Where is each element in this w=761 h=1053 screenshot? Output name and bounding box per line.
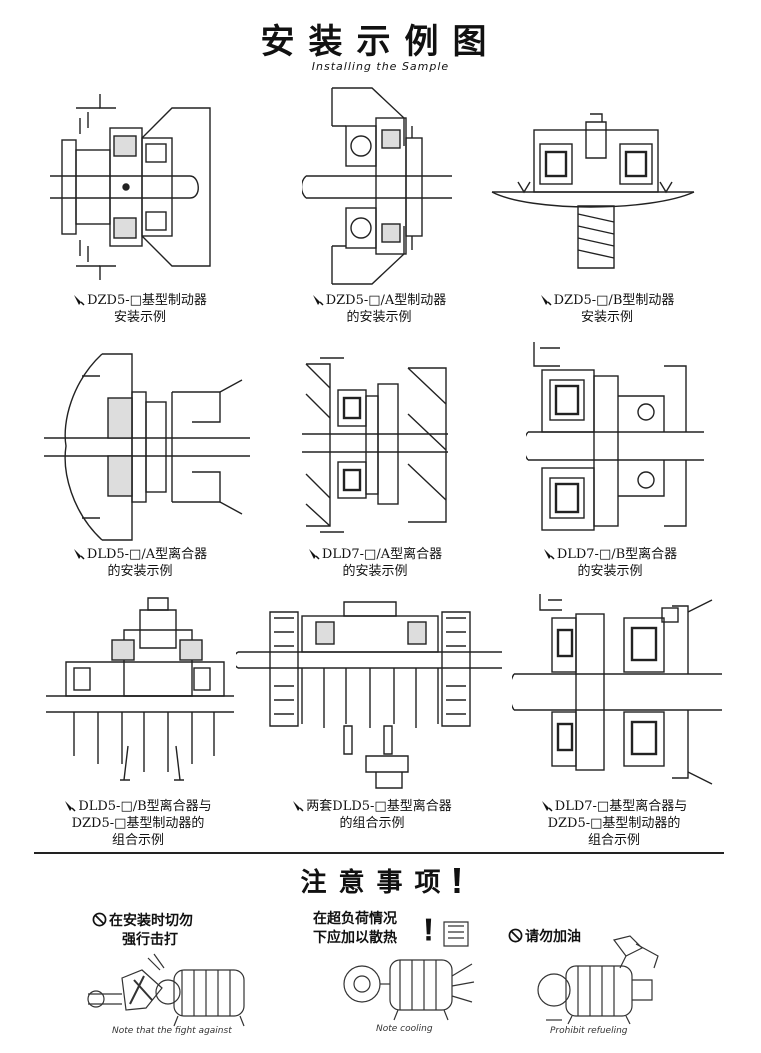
notice-title: 注意事项 — [0, 862, 761, 899]
drawing-dld5-b-dzd5 — [44, 596, 236, 786]
drawing-dld5-a — [42, 352, 252, 542]
pointing-hand-icon — [540, 295, 552, 306]
pointing-hand-icon — [74, 295, 85, 306]
drawing-dzd5-b — [490, 110, 695, 270]
caption-example-8: 两套DLD5-□基型离合器 的组合示例 — [272, 798, 472, 832]
exclamation-icon — [453, 868, 460, 893]
pointing-hand-icon — [543, 549, 555, 560]
drawing-dld7-b — [526, 336, 706, 536]
pointing-hand-icon — [293, 801, 304, 812]
sketch-no-hammering — [82, 948, 282, 1028]
no-entry-icon — [92, 912, 107, 927]
caption-example-5: DLD7-□/A型离合器 的安装示例 — [285, 546, 465, 580]
caption-example-9: DLD7-□基型离合器与 DZD5-□基型制动器的 组合示例 — [514, 798, 714, 849]
notice-caption-3: Prohibit refueling — [550, 1026, 628, 1036]
exclamation-icon — [425, 918, 432, 941]
drawing-dld7-dzd5 — [512, 590, 724, 790]
pointing-hand-icon — [312, 295, 324, 306]
caption-example-4: DLD5-□/A型离合器 的安装示例 — [45, 546, 235, 580]
page-subtitle: Installing the Sample — [311, 60, 450, 73]
pointing-hand-icon — [541, 801, 553, 812]
caption-example-2: DZD5-□/A型制动器 的安装示例 — [284, 292, 474, 326]
notice-item-1: 在安装时切勿 强行击打 — [92, 912, 252, 950]
pointing-hand-icon — [308, 549, 320, 560]
notice-item-3: 请勿加油 — [508, 928, 648, 947]
drawing-dzd5-a — [302, 86, 457, 286]
drawing-two-dld5 — [236, 596, 504, 792]
notice-item-2: 在超负荷情况 下应加以散热 — [313, 911, 397, 946]
caption-example-3: DZD5-□/B型制动器 安装示例 — [512, 292, 702, 326]
caption-example-1: DZD5-□基型制动器 安装示例 — [40, 292, 240, 326]
sketch-cooling — [340, 916, 490, 1026]
pointing-hand-icon — [73, 549, 85, 560]
notice-caption-2: Note cooling — [376, 1024, 433, 1034]
no-entry-icon — [508, 928, 523, 943]
caption-example-7: DLD5-□/B型离合器与 DZD5-□基型制动器的 组合示例 — [38, 798, 238, 849]
page-title: 安装示例图 — [260, 22, 501, 62]
notice-caption-1: Note that the fight against — [112, 1026, 232, 1036]
drawing-dld7-a — [300, 354, 450, 536]
caption-example-6: DLD7-□/B型离合器 的安装示例 — [520, 546, 700, 580]
section-divider — [34, 852, 724, 854]
drawing-dzd5-base — [40, 88, 235, 286]
pointing-hand-icon — [65, 801, 76, 812]
sketch-no-oil — [526, 934, 672, 1026]
